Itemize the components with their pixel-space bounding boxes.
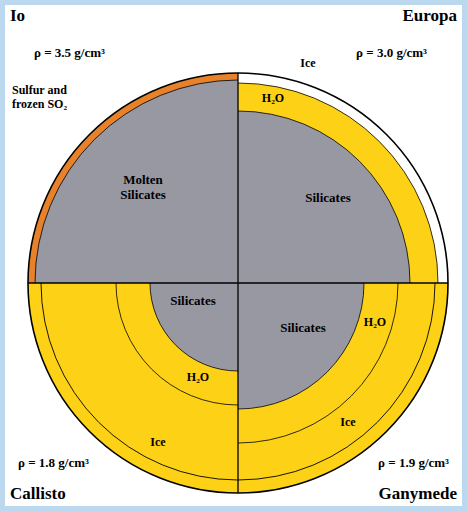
layer-label: H₂O [187, 371, 209, 385]
layer-label: Silicates [305, 191, 351, 206]
layer-label: Ice [300, 57, 315, 71]
layer-label: Molten Silicates [107, 173, 179, 203]
density-value: ρ = 1.9 g/cm³ [378, 456, 449, 471]
density-value: ρ = 1.8 g/cm³ [18, 456, 89, 471]
moon-outline [28, 73, 448, 493]
layer-boundary [238, 283, 435, 480]
moon-name: Ganymede [379, 484, 457, 504]
layer-label: H₂O [364, 316, 386, 330]
quadrant-divider [237, 73, 238, 493]
layer-label: Ice [340, 416, 355, 430]
page-ground [5, 5, 462, 506]
ice-shell [238, 73, 448, 283]
density-value: ρ = 3.5 g/cm³ [34, 46, 105, 61]
layer-label: H₂O [262, 92, 284, 106]
water-layer [238, 283, 398, 443]
water-layer [116, 283, 238, 405]
silicate-core [238, 111, 410, 283]
moon-name: Callisto [10, 484, 66, 504]
ganymede-quadrant [238, 283, 448, 493]
layer-boundary [41, 283, 238, 480]
europa-quadrant [238, 73, 448, 283]
layer-label: Ice [150, 436, 165, 450]
layer-label: Silicates [170, 294, 216, 309]
water-layer [238, 83, 438, 283]
layer-label: Silicates [280, 321, 326, 336]
silicate-core [238, 283, 364, 409]
silicate-core [150, 283, 238, 371]
layer-label: Sulfur and frozen SO₂ [12, 84, 82, 112]
moon-name: Io [10, 6, 25, 26]
density-value: ρ = 3.0 g/cm³ [356, 46, 427, 61]
moon-name: Europa [403, 6, 458, 26]
ice-layer [238, 283, 448, 493]
